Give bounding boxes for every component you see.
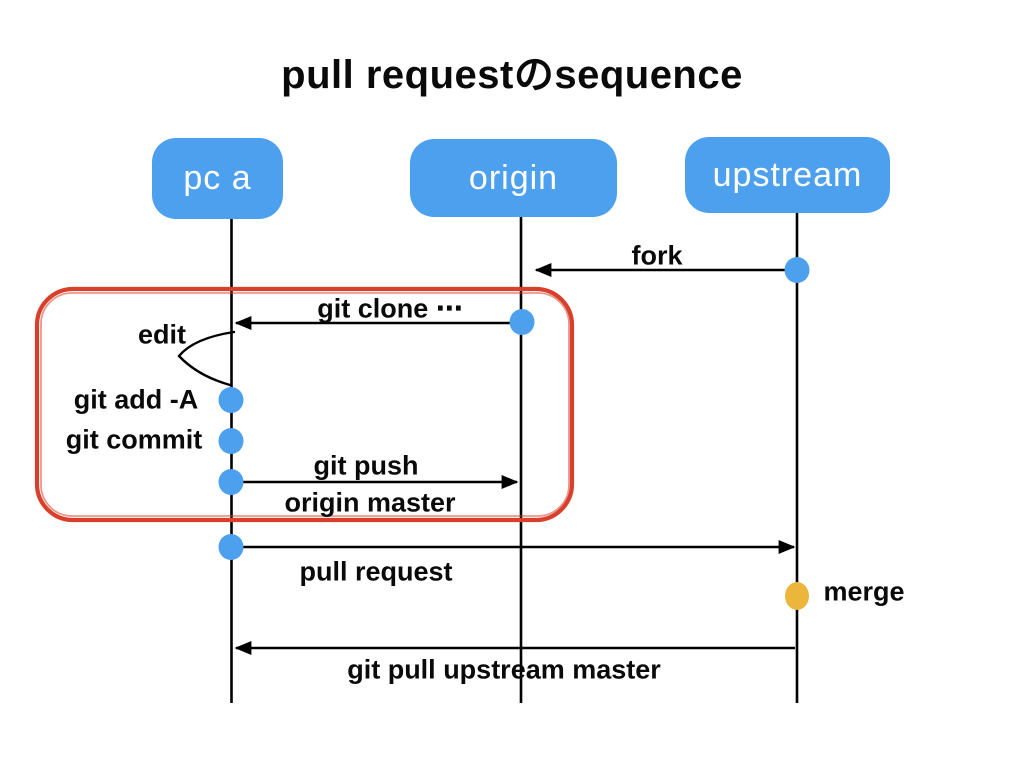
message-label-pull-request: pull request <box>299 556 453 587</box>
actor-box-origin: origin <box>410 139 617 217</box>
event-dot-git-add <box>218 387 244 413</box>
message-label-merge: merge <box>823 576 905 607</box>
message-label-git-push: git push <box>313 450 419 481</box>
actor-label-origin: origin <box>468 158 559 197</box>
actor-box-pc-a: pc a <box>152 138 283 219</box>
highlight-frame <box>34 286 575 523</box>
event-dot-merge <box>785 582 809 610</box>
edit-self-loop <box>177 330 236 387</box>
event-dot-clone <box>509 309 535 335</box>
message-label-edit: edit <box>137 319 187 350</box>
page-title: pull requestのsequence <box>281 53 743 97</box>
event-dot-git-push <box>218 469 244 495</box>
actor-label-pc-a: pc a <box>183 159 252 197</box>
event-dot-fork <box>784 257 810 283</box>
message-label-git-push-args: origin master <box>284 487 456 518</box>
highlight-frame-echo <box>40 292 570 517</box>
actor-label-upstream: upstream <box>712 155 863 194</box>
message-label-git-pull: git pull upstream master <box>347 654 661 685</box>
event-dot-git-commit <box>218 428 244 454</box>
message-label-git-clone: git clone ⋯ <box>317 293 463 324</box>
event-dot-pull-request <box>218 534 244 560</box>
message-label-git-add: git add -A <box>73 384 199 415</box>
actor-box-upstream: upstream <box>685 137 890 213</box>
message-label-fork: fork <box>631 240 683 271</box>
message-label-git-commit: git commit <box>65 424 203 455</box>
